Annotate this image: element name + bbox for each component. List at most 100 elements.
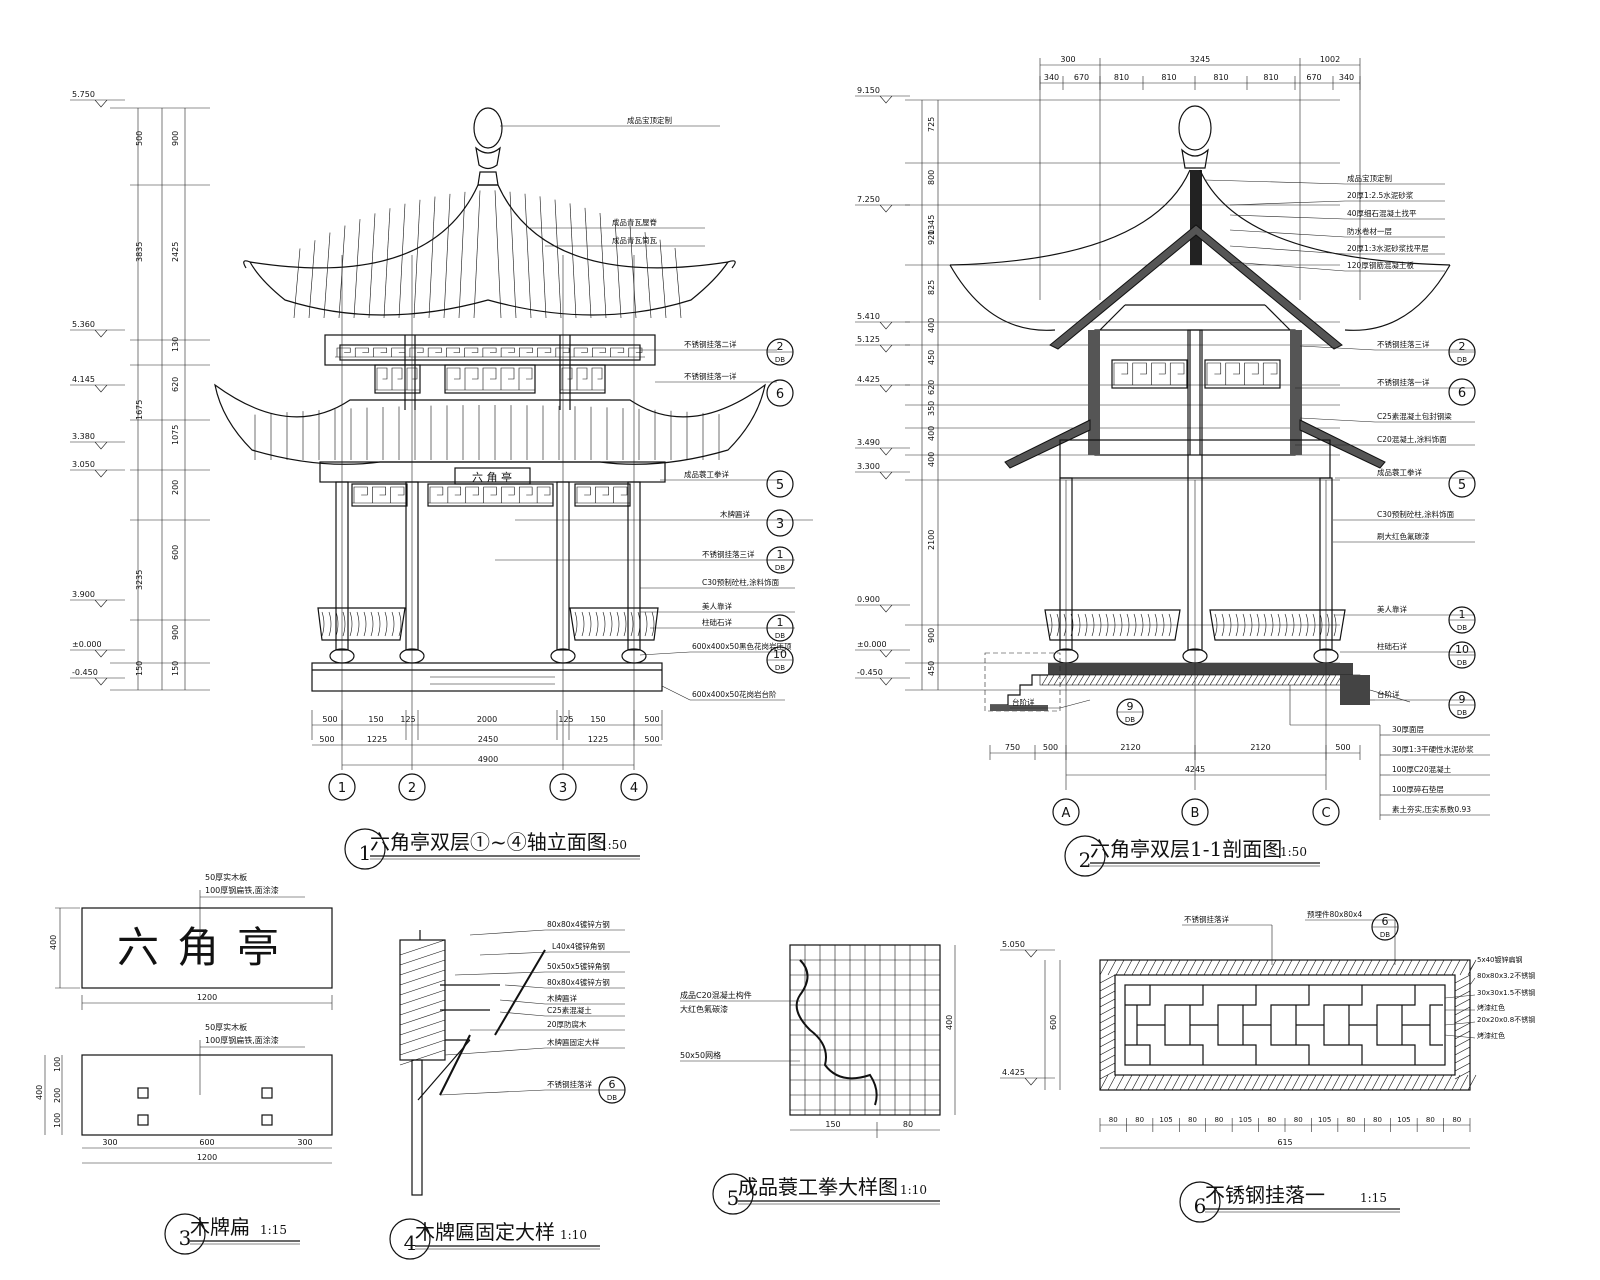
d6-level-1: 4.425 xyxy=(1002,1068,1025,1077)
d3-hd-0: 300 xyxy=(102,1138,117,1147)
d6-vdim: 600 xyxy=(1049,1015,1058,1030)
section-level-3: 5.125 xyxy=(857,335,880,344)
d6-callout-7: 烤漆红色 xyxy=(1477,1031,1505,1040)
elev-callout-6: 木牌匾详 xyxy=(720,509,750,519)
elev-callout-5: 成品蓑工拳详 xyxy=(684,469,729,479)
sect-axis-B: B xyxy=(1181,798,1209,826)
sect-callout-2: 40厚细石混凝土找平 xyxy=(1347,208,1417,218)
d6-level-0: 5.050 xyxy=(1002,940,1025,949)
d4-callout-8: 不锈钢挂落详 xyxy=(547,1079,592,1089)
elev-axis-4: 4 xyxy=(620,773,648,801)
sect-hdim-bot-0: 750 xyxy=(1005,743,1020,752)
level-marker xyxy=(855,649,910,658)
elevation-level-1: 5.360 xyxy=(72,320,95,329)
sect-callout-15: 台阶详 xyxy=(1012,697,1035,707)
bubble-number: 3 xyxy=(776,517,784,532)
title-scale: 1:15 xyxy=(1360,1191,1387,1205)
d6-dim-7: 80 xyxy=(1294,1116,1303,1124)
title-scale: 1:50 xyxy=(1280,845,1307,859)
title-name: 木牌扁 xyxy=(190,1215,250,1239)
d6-dim-total: 615 xyxy=(1277,1138,1292,1147)
level-marker xyxy=(70,469,125,478)
elevation-vertical-dims: 5003835167532351509002425130620107520060… xyxy=(135,131,180,676)
sect-vdim-0: 725 xyxy=(927,117,936,132)
elev-callout-12: 600x400x50花岗岩台阶 xyxy=(692,689,777,699)
d6-dim-2: 105 xyxy=(1159,1116,1172,1124)
d5-label-0: 成品C20混凝土构件 xyxy=(680,990,752,1000)
title-number: 1 xyxy=(359,841,372,865)
sect-hdim-top-2: 1002 xyxy=(1320,55,1340,64)
d6-callout-6: 20x20x0.8不锈钢 xyxy=(1477,1015,1535,1024)
elev-callout-3: 不锈钢挂落二详 xyxy=(684,339,737,349)
sect-hdim-row-4: 810 xyxy=(1213,73,1228,82)
section-level-8: ±0.000 xyxy=(857,640,887,649)
d4-callout-5: C25素混凝土 xyxy=(547,1005,592,1015)
elev-vdim-outer-4: 150 xyxy=(135,661,144,676)
level-marker xyxy=(855,321,910,330)
elev-hdim-total: 4900 xyxy=(478,755,498,764)
sect-hdim-total: 4245 xyxy=(1185,765,1205,774)
elev-vdim-inner-3: 620 xyxy=(171,377,180,392)
elevation-sign-text: 六 角 亭 xyxy=(472,470,512,484)
bubble-number: 4 xyxy=(630,781,638,796)
d3-vd-1: 200 xyxy=(53,1088,62,1103)
title-name: 六角亭双层1-1剖面图 xyxy=(1090,837,1282,861)
elev-callout-7: 不锈钢挂落三详 xyxy=(702,549,755,559)
bubble-number: 6 xyxy=(1382,915,1389,928)
bubble-number: 1 xyxy=(777,616,784,629)
d6-dim-13: 80 xyxy=(1452,1116,1461,1124)
elev-detail-bubble-0: 2DB xyxy=(766,338,794,366)
elev-axis-2: 2 xyxy=(398,773,426,801)
bubble-sheet: DB xyxy=(775,356,785,364)
sect-axis-A: A xyxy=(1052,798,1080,826)
bubble-sheet: DB xyxy=(775,664,785,672)
elev-vdim-inner-7: 900 xyxy=(171,625,180,640)
level-marker xyxy=(855,344,910,353)
section-level-6: 3.300 xyxy=(857,462,880,471)
elevation-axis-bubbles: 1 2 3 4 xyxy=(328,773,648,801)
section-level-2: 5.410 xyxy=(857,312,880,321)
title-number: 6 xyxy=(1194,1194,1207,1218)
elev-hdim-top-1: 150 xyxy=(368,715,383,724)
elev-detail-bubble-5: 1DB xyxy=(766,614,794,642)
elev-detail-bubble-4: 1DB xyxy=(766,546,794,574)
d3-hd-2: 300 xyxy=(297,1138,312,1147)
elev-axis-3: 3 xyxy=(549,773,577,801)
sect-callout-13: 美人靠详 xyxy=(1377,604,1407,614)
sect-hdim-row-3: 810 xyxy=(1161,73,1176,82)
elev-axis-1: 1 xyxy=(328,773,356,801)
elev-vdim-inner-2: 130 xyxy=(171,337,180,352)
bubble-sheet: DB xyxy=(775,564,785,572)
sect-callout-6: 不锈钢挂落三详 xyxy=(1377,339,1430,349)
sect-vdim-3: 920 xyxy=(927,230,936,245)
sect-callout-21: 30厚面层 xyxy=(1392,725,1425,734)
level-marker xyxy=(855,677,910,686)
sect-hdim-row-7: 340 xyxy=(1339,73,1354,82)
elev-vdim-inner-4: 1075 xyxy=(171,425,180,445)
sect-detail-bubble-3: 1DB xyxy=(1448,606,1476,634)
sect-callout-19: 100厚碎石垫层 xyxy=(1392,784,1444,794)
d3-bot-label-1: 100厚钢扁铁,面涂漆 xyxy=(205,1035,279,1045)
sect-vdim-10: 400 xyxy=(927,452,936,467)
elevation-level-4: 3.050 xyxy=(72,460,95,469)
bubble-number: 5 xyxy=(1458,478,1466,493)
level-marker xyxy=(70,329,125,338)
bubble-number: 9 xyxy=(1459,693,1466,706)
section-vertical-dims: 7258001345920825400450620350400400210090… xyxy=(927,117,936,676)
sect-vdim-11: 2100 xyxy=(927,530,936,550)
sect-hdim-row-6: 670 xyxy=(1306,73,1321,82)
sect-hdim-row-1: 670 xyxy=(1074,73,1089,82)
sect-hdim-row-5: 810 xyxy=(1263,73,1278,82)
title-name: 成品蓑工拳大样图 xyxy=(738,1175,898,1199)
level-marker xyxy=(70,384,125,393)
sect-detail-bubble-1: 6 xyxy=(1448,378,1476,406)
sign-text: 六角亭 xyxy=(117,923,297,972)
section-drawing: 9.1507.2505.4105.1254.4253.4903.3000.900… xyxy=(855,55,1490,826)
